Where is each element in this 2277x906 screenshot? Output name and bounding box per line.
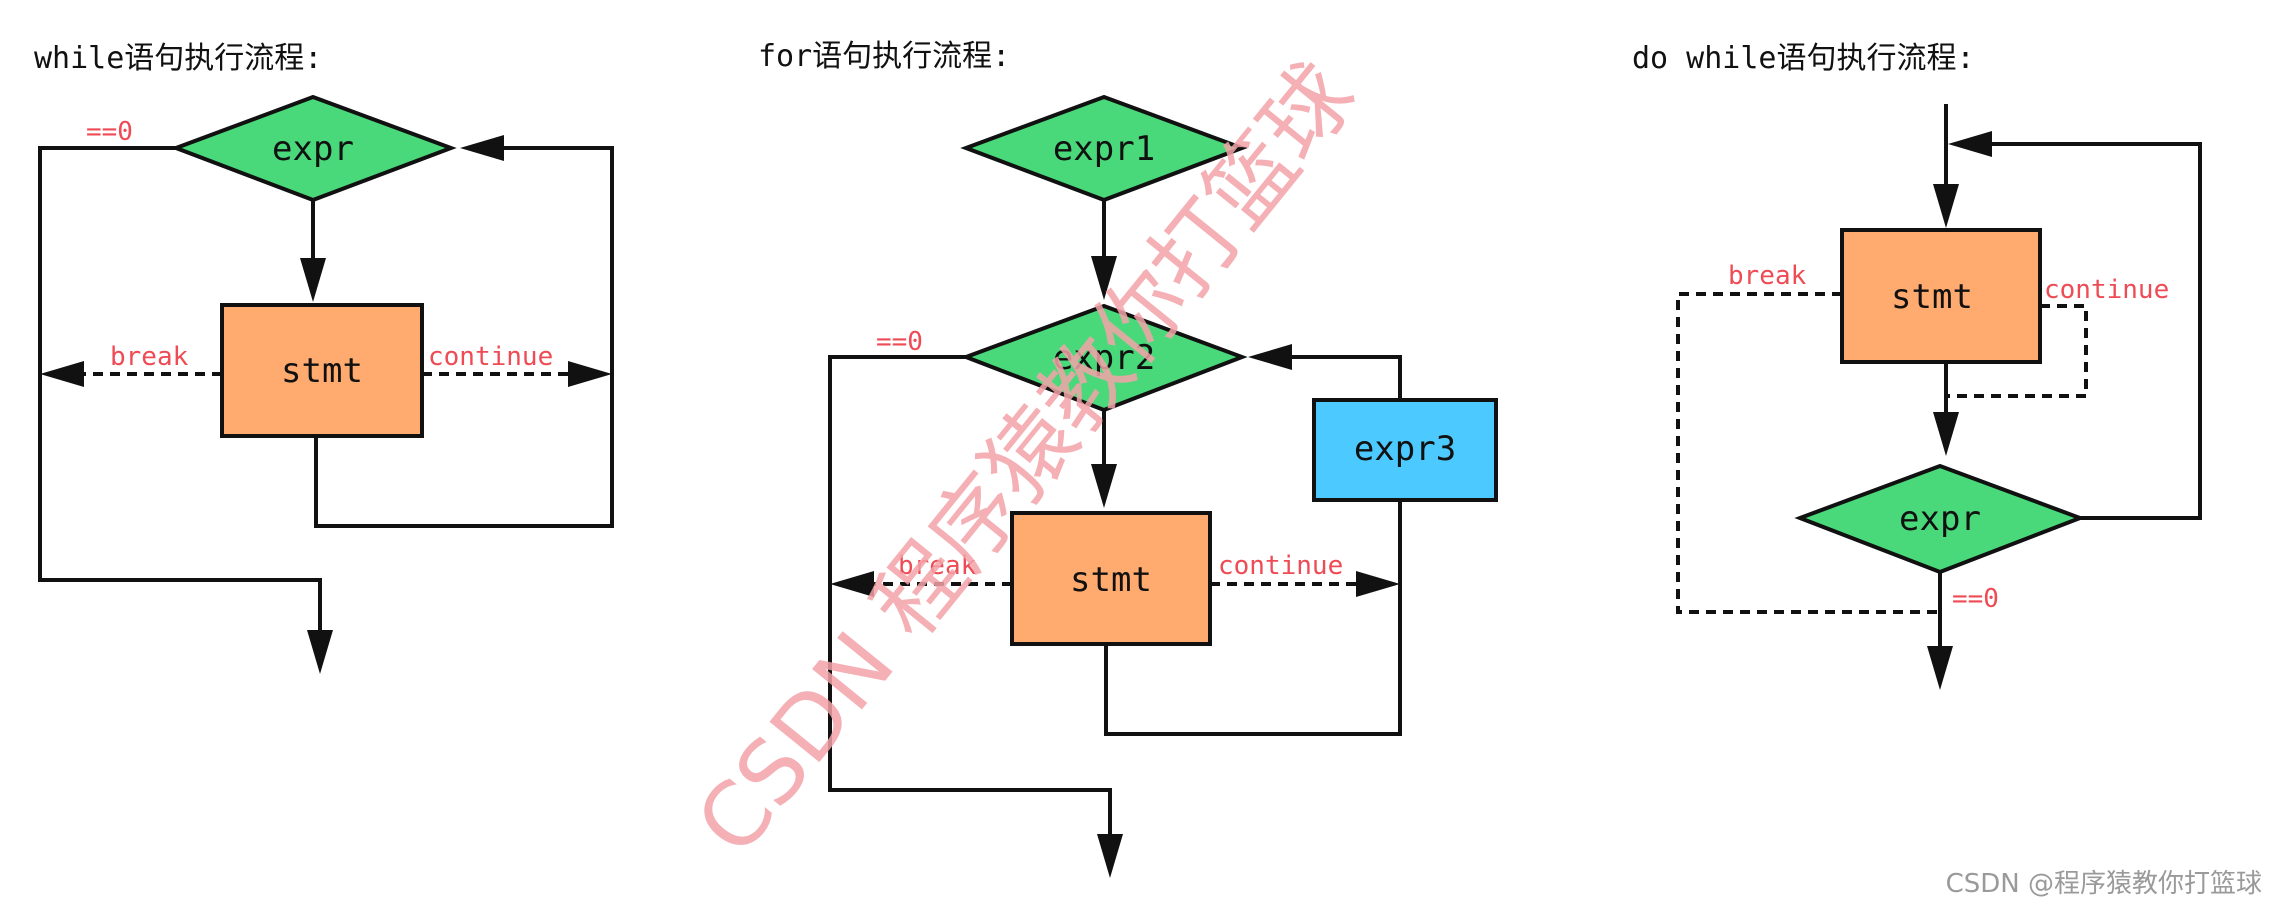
- while-body-node: [220, 303, 424, 438]
- for-init-arrowhead: [1091, 256, 1117, 300]
- for-update-node: [1312, 398, 1498, 502]
- while-exit-label: ==0: [86, 117, 133, 147]
- for-continue-arrowhead: [1356, 571, 1400, 597]
- while-loopback-arrowhead: [460, 135, 504, 161]
- do-while-exit-arrowhead: [1927, 646, 1953, 690]
- while-flowchart: while语句执行流程: ==0 break continue expr stm…: [34, 41, 614, 674]
- while-true-arrowhead: [300, 258, 326, 302]
- do-while-continue-edge: [1946, 304, 2088, 398]
- for-title: for语句执行流程:: [758, 39, 1010, 74]
- while-continue-label: continue: [428, 342, 553, 372]
- for-break-label: break: [898, 551, 977, 581]
- for-update-label: expr3: [1354, 429, 1456, 469]
- while-condition-node: [170, 94, 457, 203]
- while-title: while语句执行流程:: [34, 41, 322, 76]
- do-while-condition-node: [1794, 463, 2086, 575]
- for-continue-label: continue: [1218, 551, 1343, 581]
- corner-watermark: CSDN @程序猿教你打篮球: [1946, 869, 2262, 899]
- for-exit-label: ==0: [876, 327, 923, 357]
- do-while-break-label: break: [1728, 261, 1807, 291]
- do-while-entry-arrowhead: [1933, 184, 1959, 228]
- do-while-flowchart: do while语句执行流程: ==0 break continue stmt …: [1632, 41, 2202, 690]
- do-while-title: do while语句执行流程:: [1632, 41, 1975, 76]
- for-init-node: [960, 94, 1248, 203]
- while-continue-arrowhead: [568, 361, 612, 387]
- for-break-arrowhead: [830, 571, 874, 597]
- for-loopback-arrowhead: [1248, 344, 1292, 370]
- while-exit-arrowhead: [307, 630, 333, 674]
- for-condition-label: expr2: [1053, 338, 1155, 378]
- for-condition-node: [960, 303, 1248, 413]
- do-while-body-arrowhead: [1933, 412, 1959, 456]
- for-body-node: [1010, 511, 1212, 646]
- for-exit-edge: [828, 355, 1112, 840]
- do-while-break-edge: [1676, 292, 1940, 614]
- while-body-label: stmt: [281, 351, 363, 391]
- do-while-condition-label: expr: [1899, 499, 1981, 539]
- for-exit-arrowhead: [1097, 834, 1123, 878]
- for-loopback-edge: [1290, 355, 1402, 400]
- do-while-loopback-arrowhead: [1948, 131, 1992, 157]
- for-body-label: stmt: [1070, 560, 1152, 600]
- for-init-label: expr1: [1053, 129, 1155, 169]
- while-break-arrowhead: [40, 361, 84, 387]
- do-while-body-label: stmt: [1891, 277, 1973, 317]
- while-break-label: break: [110, 342, 189, 372]
- for-update-in-edge: [1104, 500, 1402, 736]
- while-exit-edge: [38, 146, 322, 640]
- do-while-exit-label: ==0: [1952, 584, 1999, 614]
- do-while-continue-label: continue: [2044, 275, 2169, 305]
- do-while-loopback-edge: [1988, 142, 2202, 520]
- do-while-body-node: [1840, 228, 2042, 364]
- while-condition-label: expr: [272, 129, 354, 169]
- while-loopback-edge: [314, 146, 614, 528]
- for-true-arrowhead: [1091, 464, 1117, 508]
- for-flowchart: for语句执行流程: ==0 break continue expr1 expr…: [758, 39, 1498, 878]
